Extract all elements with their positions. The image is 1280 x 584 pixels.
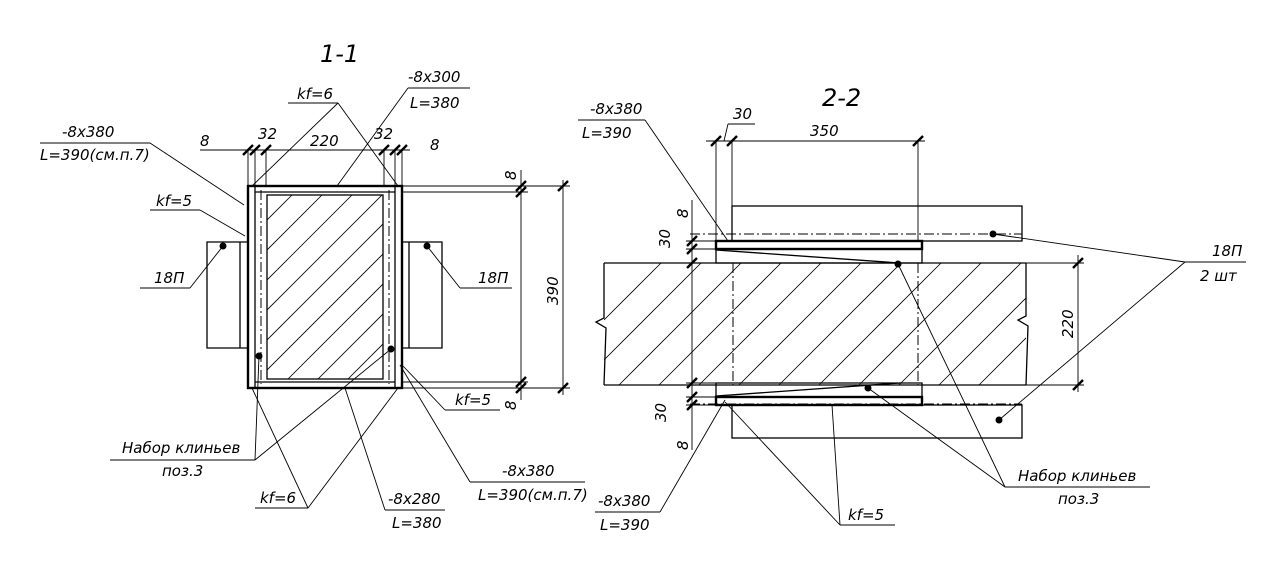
channel-label-2: 18П xyxy=(1212,242,1242,260)
bottom-plate-2 xyxy=(714,395,924,407)
steel-jacket-outline-1 xyxy=(246,184,404,390)
kf-top: kf=6 xyxy=(297,85,333,103)
plate-bottom-length: L=380 xyxy=(392,514,442,532)
dim-8-top-2: 8 xyxy=(674,208,692,218)
section-2-2: 2-2 xyxy=(578,84,1246,534)
beam-core-2 xyxy=(594,262,1029,386)
dim-390: 390 xyxy=(544,276,562,305)
labels-2: -8x380 L=390 18П 2 шт Набор клиньев поз.… xyxy=(578,100,1246,534)
wedges-pos-1: поз.3 xyxy=(162,462,203,480)
dim-8-bottom: 8 xyxy=(502,400,520,410)
top-dimensions-2: 30 350 xyxy=(706,105,925,241)
plate-top-length: L=380 xyxy=(410,94,460,112)
column-core-1 xyxy=(266,194,384,380)
labels-1: -8x300 L=380 kf=6 -8x380 L=390(см.п.7) k… xyxy=(40,68,588,532)
left-dimensions-2: 8 30 30 8 xyxy=(652,200,716,450)
plate-left-size: -8x380 xyxy=(62,123,114,141)
bottom-wedge xyxy=(715,382,923,397)
dim-220: 220 xyxy=(310,132,339,150)
kf-right: kf=5 xyxy=(455,391,491,409)
wedges-label-1: Набор клиньев xyxy=(122,439,240,457)
angle-left-label: 18П xyxy=(154,269,184,287)
right-dimensions-1: 8 390 8 xyxy=(402,170,570,410)
plate-top-size-2: -8x380 xyxy=(590,100,642,118)
dim-30-left-bottom: 30 xyxy=(652,403,670,422)
kf-left: kf=5 xyxy=(156,192,192,210)
dim-8-right: 8 xyxy=(430,136,440,154)
plate-left-length: L=390(см.п.7) xyxy=(40,146,150,164)
dim-220: 220 xyxy=(1059,309,1077,338)
section-2-title: 2-2 xyxy=(822,84,861,112)
dim-30-top: 30 xyxy=(733,105,752,123)
right-dimensions-2: 220 xyxy=(1026,255,1084,392)
dim-350: 350 xyxy=(810,122,839,140)
top-wedge xyxy=(715,249,923,264)
plate-bottom-length-2: L=390 xyxy=(600,516,650,534)
dim-32-right: 32 xyxy=(374,125,393,143)
kf-bottom-2: kf=5 xyxy=(848,506,884,524)
dim-8-bottom-2: 8 xyxy=(674,440,692,450)
dim-32-left: 32 xyxy=(258,125,277,143)
wedges-label-2: Набор клиньев xyxy=(1018,467,1136,485)
wedges-pos-2: поз.3 xyxy=(1058,490,1099,508)
top-dimensions-1: 8 32 220 32 8 xyxy=(200,125,440,186)
dim-8-top: 8 xyxy=(502,170,520,180)
left-channel xyxy=(206,241,247,349)
section-1-title: 1-1 xyxy=(320,40,359,68)
plate-bottom-size-2: -8x380 xyxy=(598,492,650,510)
plate-right-length: L=390(см.п.7) xyxy=(478,486,588,504)
plate-top-size: -8x300 xyxy=(408,68,460,86)
angle-right-label: 18П xyxy=(478,269,508,287)
top-plate-2 xyxy=(714,239,924,251)
section-1-1: 1-1 xyxy=(40,40,588,532)
plate-top-length-2: L=390 xyxy=(582,124,632,142)
bottom-channel xyxy=(731,404,1023,439)
dim-8-left: 8 xyxy=(200,132,210,150)
channel-qty-2: 2 шт xyxy=(1200,267,1238,285)
plate-bottom-size: -8x280 xyxy=(388,490,440,508)
right-channel xyxy=(403,241,443,349)
plate-right-size: -8x380 xyxy=(502,462,554,480)
top-channel xyxy=(731,205,1023,242)
kf-bottom: kf=6 xyxy=(260,489,296,507)
dim-30-left-top: 30 xyxy=(656,229,674,248)
